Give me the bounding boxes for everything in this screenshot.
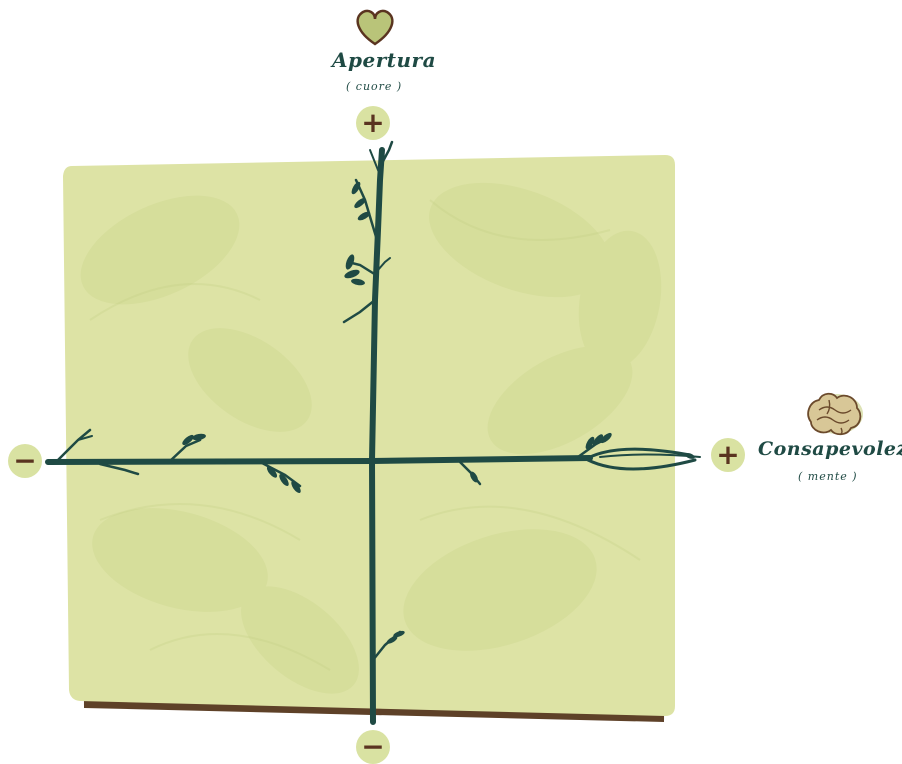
heart-icon: [358, 11, 393, 44]
horizontal-axis-title: Consapevolezza: [758, 438, 902, 460]
vertical-axis-subtitle: ( cuore ): [346, 80, 402, 93]
brain-icon: [808, 394, 863, 435]
horizontal-positive-sign: +: [711, 438, 745, 472]
vertical-positive-sign: +: [356, 106, 390, 140]
horizontal-negative-sign: −: [8, 444, 42, 478]
vertical-axis-title: Apertura: [332, 48, 436, 72]
vertical-negative-sign: −: [356, 730, 390, 764]
horizontal-axis-subtitle: ( mente ): [798, 470, 858, 483]
